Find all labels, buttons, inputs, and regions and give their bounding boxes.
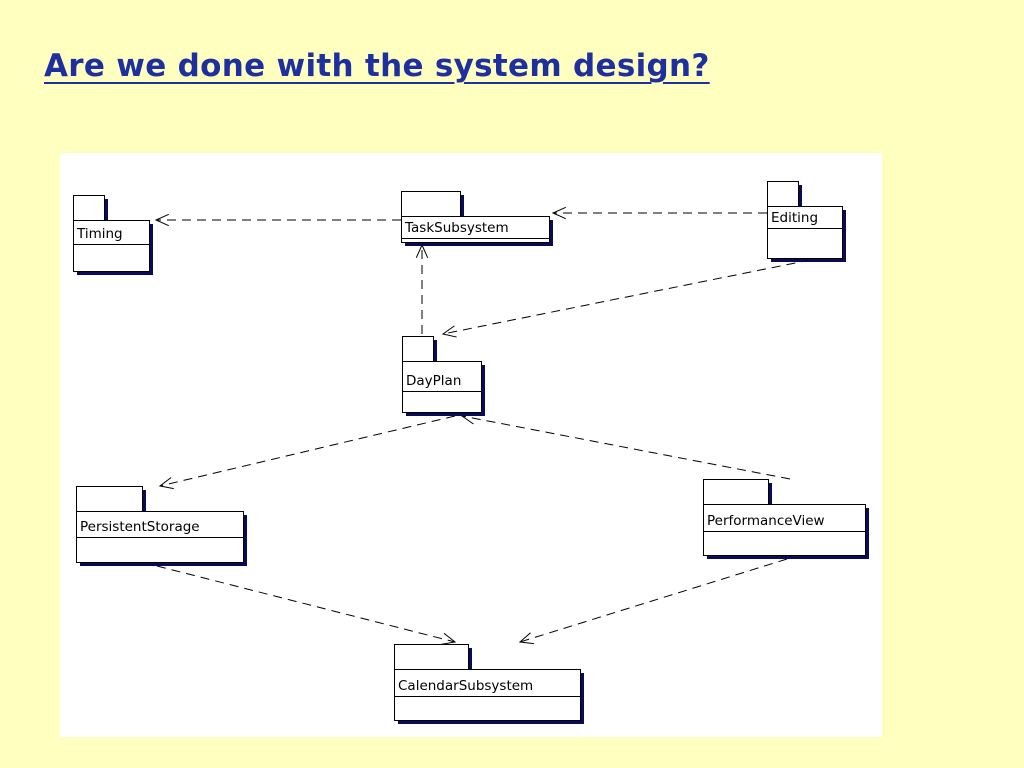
dependency-line <box>159 415 456 487</box>
package-body <box>402 361 482 413</box>
package-timing: Timing <box>73 195 153 275</box>
dependency-editing-to-dayPlan <box>441 259 811 338</box>
package-body <box>73 220 150 272</box>
package-label: PerformanceView <box>707 513 825 529</box>
slide-title: Are we done with the system design? <box>44 48 710 84</box>
package-nodes: TaskSubsystem Timing EditingDayPlanPersist… <box>73 181 869 724</box>
open-arrowhead <box>441 325 457 338</box>
open-arrowhead <box>518 632 534 645</box>
package-performanceView: PerformanceView <box>703 479 869 559</box>
package-label: Editing <box>771 210 818 226</box>
open-arrowhead <box>158 477 174 490</box>
package-persistentStorage: PersistentStorage <box>76 486 247 566</box>
package-tab <box>76 486 143 512</box>
dependency-performanceView-to-calendarSubsystem <box>518 558 788 645</box>
open-arrowhead <box>154 213 169 227</box>
dependency-dayPlan-to-persistentStorage <box>158 415 456 490</box>
dependency-performanceView-to-dayPlan <box>460 412 791 480</box>
dependency-line <box>442 259 811 335</box>
dependency-dayPlan-to-taskSubsystem <box>415 243 429 334</box>
package-tab <box>402 336 434 362</box>
dependency-edges <box>154 206 811 645</box>
package-tab <box>703 479 769 505</box>
package-tab <box>394 644 469 670</box>
package-tab <box>401 191 461 217</box>
package-editing: Editing <box>767 181 846 262</box>
package-label: TaskSubsystem <box>404 220 509 236</box>
dependency-persistentStorage-to-calendarSubsystem <box>156 565 457 645</box>
package-tab <box>767 181 799 207</box>
package-label: Timing <box>76 226 123 242</box>
open-arrowhead <box>551 206 566 220</box>
package-label: PersistentStorage <box>80 519 200 535</box>
package-calendarSubsystem: CalendarSubsystem <box>394 644 584 724</box>
package-dayPlan: DayPlan <box>402 336 485 416</box>
package-body <box>394 669 581 721</box>
open-arrowhead <box>441 632 457 645</box>
dependency-line <box>519 558 788 643</box>
dependency-line <box>156 565 456 643</box>
dependency-line <box>461 415 791 480</box>
package-body <box>703 504 866 556</box>
package-diagram: TaskSubsystem Timing EditingDayPlanPersist… <box>73 181 869 724</box>
package-label: CalendarSubsystem <box>398 678 533 694</box>
package-label: DayPlan <box>406 373 461 389</box>
dependency-editing-to-taskSubsystem <box>551 206 767 220</box>
package-taskSubsystem: TaskSubsystem <box>401 191 553 246</box>
package-body <box>767 206 843 259</box>
package-tab <box>73 195 105 221</box>
dependency-taskSubsystem-to-timing <box>154 213 401 227</box>
